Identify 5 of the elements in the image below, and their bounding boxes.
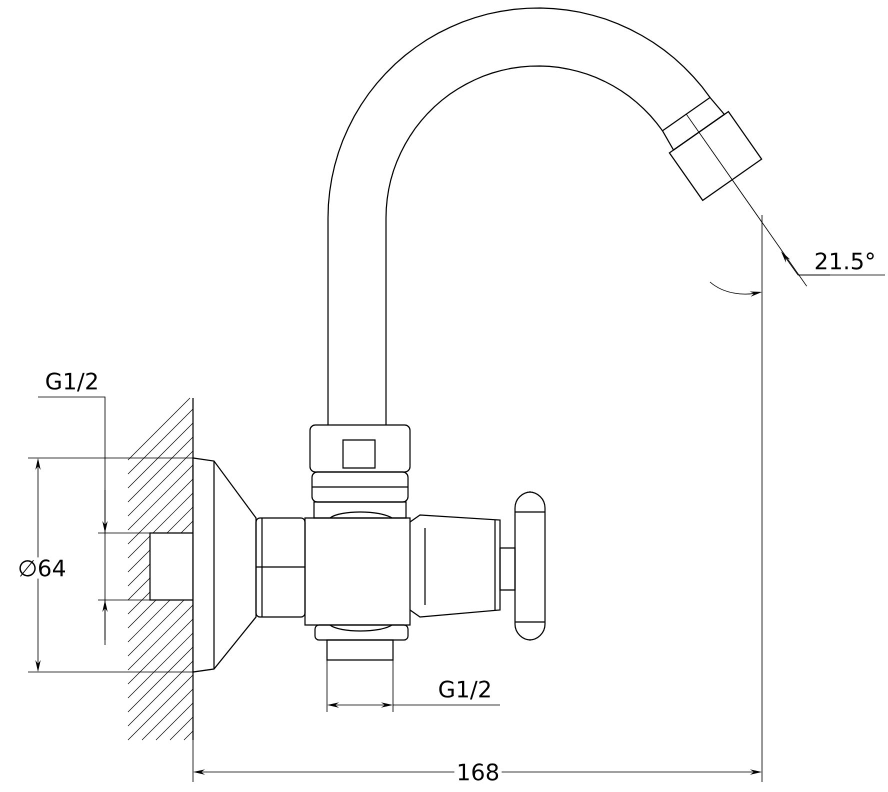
dimension-label: G1/2 <box>439 680 490 700</box>
dimension-label: G1/2 <box>46 372 97 392</box>
dimension-label: 21.5° <box>816 252 874 270</box>
dimension-label: ∅64 <box>16 557 68 579</box>
dimension-label: 168 <box>454 761 502 783</box>
